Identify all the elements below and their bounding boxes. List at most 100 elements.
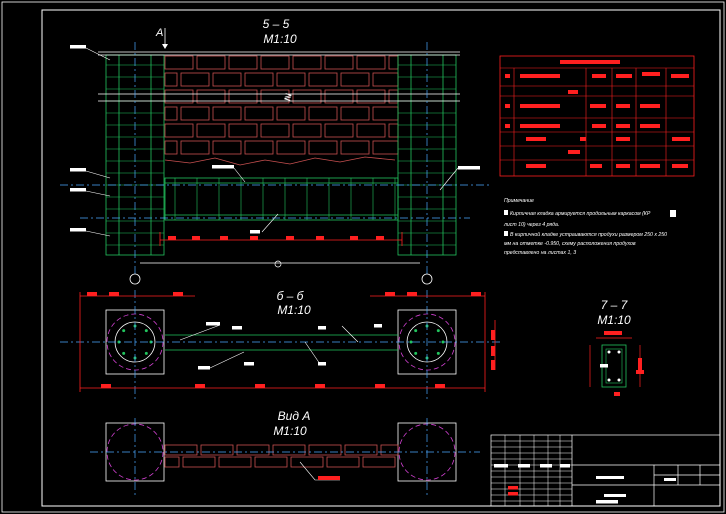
brick bbox=[372, 140, 399, 155]
brick bbox=[164, 89, 194, 104]
leader-line bbox=[233, 167, 246, 183]
grade-beam bbox=[164, 177, 399, 221]
dim-label bbox=[491, 346, 495, 356]
brick bbox=[254, 456, 288, 468]
spec-cell bbox=[672, 164, 688, 168]
dimension-labels-6-6 bbox=[87, 292, 495, 388]
notes-line2: лист 10) через 4 ряда. bbox=[503, 222, 559, 228]
section-7-7-title: 7 – 7 bbox=[601, 298, 629, 312]
inner-frame bbox=[41, 9, 721, 507]
brick bbox=[388, 123, 399, 138]
brick bbox=[164, 456, 180, 468]
brick bbox=[308, 444, 342, 456]
leader-label bbox=[600, 364, 608, 368]
view-a-title: Вид А bbox=[278, 409, 311, 423]
spec-cell bbox=[616, 104, 630, 108]
brick bbox=[182, 456, 216, 468]
brick bbox=[228, 89, 258, 104]
view-arrow-head bbox=[162, 44, 168, 49]
axis-bubble-right bbox=[421, 273, 433, 285]
brick bbox=[196, 55, 226, 70]
dim-label bbox=[375, 384, 385, 388]
pile-bar bbox=[122, 351, 126, 355]
dim-label bbox=[435, 384, 445, 388]
view-a: Вид А М1:10 bbox=[90, 409, 480, 498]
dim-label bbox=[101, 384, 111, 388]
notes-line4: мм на отметке -0.950, схему расположения… bbox=[504, 241, 636, 247]
brick bbox=[260, 89, 290, 104]
dim-label bbox=[491, 330, 495, 340]
leader-label bbox=[198, 366, 210, 370]
axis-lines bbox=[60, 42, 490, 275]
dim-label bbox=[220, 236, 228, 240]
brick bbox=[308, 140, 338, 155]
spec-cell bbox=[640, 104, 660, 108]
notes-block: Примечание Кирпичная кладка армируется п… bbox=[503, 198, 676, 256]
spec-cell bbox=[568, 150, 580, 154]
spec-cell bbox=[526, 137, 546, 141]
section-5-5-scale: М1:10 bbox=[263, 32, 297, 46]
beam-stirrups bbox=[174, 178, 396, 220]
spec-cell bbox=[616, 164, 630, 168]
leader-line bbox=[179, 324, 221, 341]
section-7-7-bars bbox=[607, 350, 621, 382]
dim-label bbox=[168, 236, 176, 240]
leader-label bbox=[540, 464, 552, 468]
spec-cell bbox=[592, 74, 606, 78]
leader-line bbox=[341, 325, 359, 343]
leader-label bbox=[250, 230, 260, 234]
title-block-labels bbox=[596, 476, 676, 497]
brick bbox=[340, 140, 370, 155]
brick bbox=[218, 456, 252, 468]
brick bbox=[180, 106, 210, 121]
brick bbox=[372, 106, 399, 121]
leader-label bbox=[560, 464, 570, 468]
brick bbox=[260, 123, 290, 138]
brick bbox=[228, 123, 258, 138]
spec-cell bbox=[640, 124, 660, 128]
pile-bar bbox=[436, 329, 440, 333]
section-6-6-scale: М1:10 bbox=[277, 303, 311, 317]
view-a-marker: А bbox=[155, 27, 163, 39]
spec-cell bbox=[526, 164, 546, 168]
leader-label bbox=[318, 362, 326, 366]
leader-label bbox=[518, 464, 530, 468]
dim-label bbox=[491, 360, 495, 370]
brick bbox=[212, 72, 242, 87]
horizontal-beams bbox=[98, 51, 460, 102]
leader-label bbox=[70, 168, 86, 172]
section-7-7-stirrup bbox=[605, 348, 623, 384]
dim-label bbox=[109, 292, 119, 296]
brick bbox=[356, 55, 386, 70]
leader-label bbox=[318, 326, 326, 330]
brick bbox=[200, 444, 234, 456]
brick bbox=[196, 123, 226, 138]
pile-bar bbox=[144, 351, 148, 355]
pile-bar bbox=[436, 351, 440, 355]
pile-bars bbox=[117, 324, 445, 360]
leader-line bbox=[439, 167, 459, 191]
leader-label bbox=[458, 166, 480, 170]
pile-bar bbox=[409, 340, 413, 344]
spec-cell bbox=[672, 137, 690, 141]
leader-line bbox=[85, 47, 111, 61]
title-block-grid bbox=[491, 435, 572, 506]
brick bbox=[326, 456, 360, 468]
leader-label bbox=[212, 165, 234, 169]
brick bbox=[292, 123, 322, 138]
leader-line bbox=[304, 341, 321, 365]
leader-label bbox=[374, 324, 382, 328]
dim-label bbox=[471, 292, 481, 296]
spec-cell bbox=[616, 124, 630, 128]
s77-dim-top bbox=[604, 331, 622, 335]
brick bbox=[340, 72, 370, 87]
spec-cell bbox=[616, 74, 632, 78]
leader-label bbox=[70, 188, 86, 192]
section-7-7-scale: М1:10 bbox=[597, 313, 631, 327]
section-5-5: 5 – 5 М1:10 А bbox=[60, 17, 490, 285]
spec-cell bbox=[592, 124, 606, 128]
brick-break-line bbox=[164, 156, 396, 166]
view-a-brick-row bbox=[164, 444, 399, 468]
